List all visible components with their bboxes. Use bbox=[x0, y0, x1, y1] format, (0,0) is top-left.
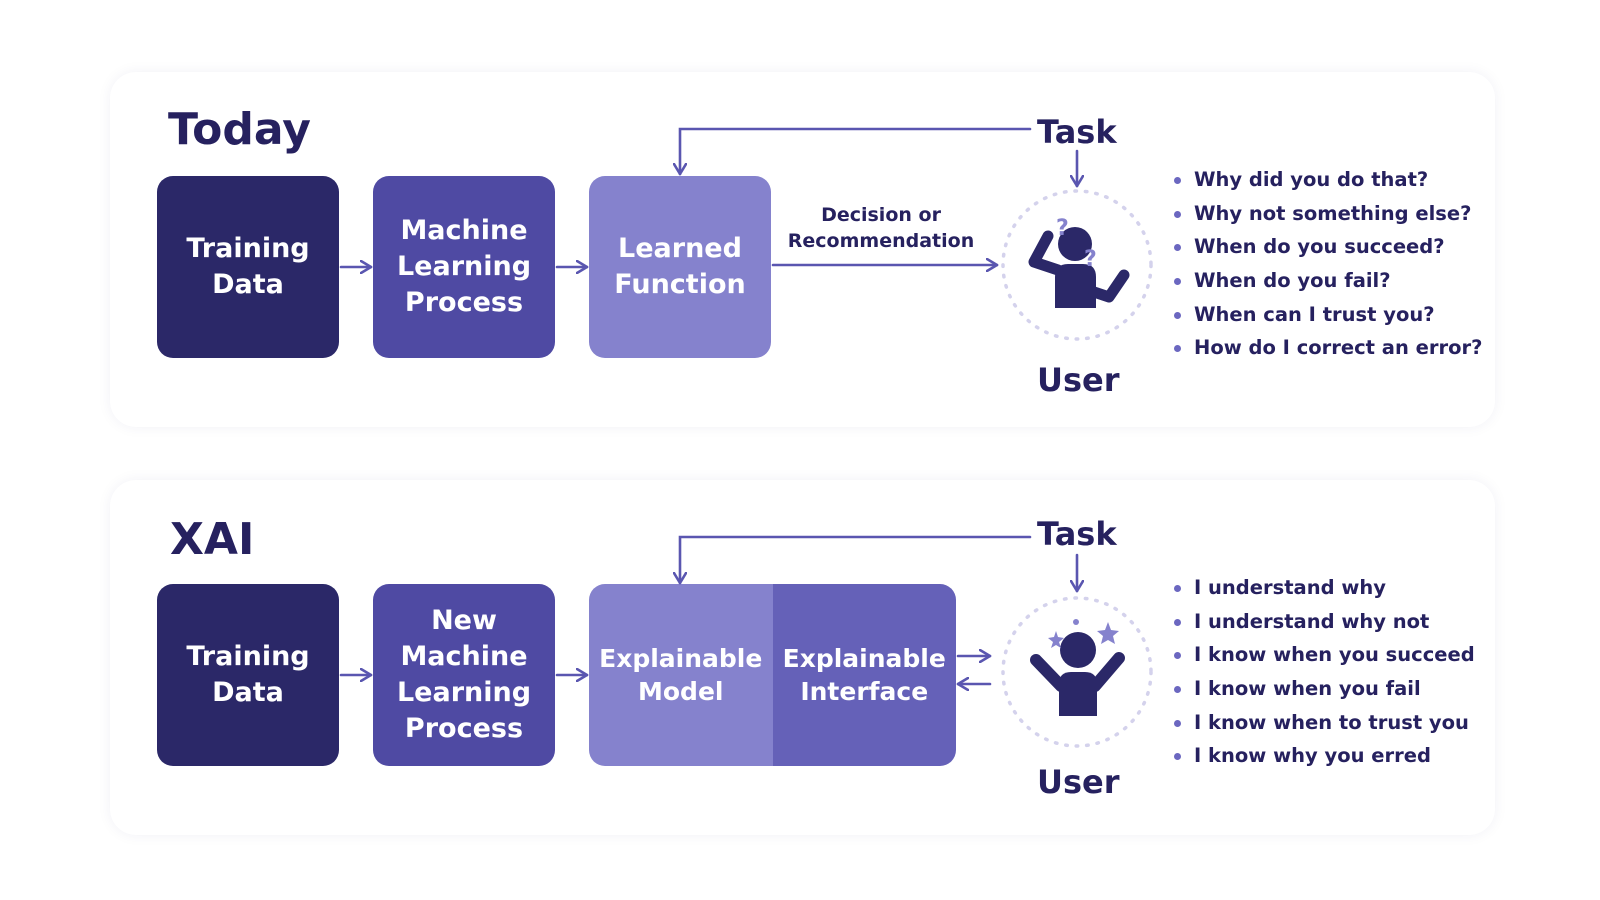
answer-item: I know when you succeed bbox=[1174, 638, 1475, 672]
xai-title: XAI bbox=[170, 514, 255, 565]
question-item: How do I correct an error? bbox=[1174, 331, 1482, 365]
question-item: When do you succeed? bbox=[1174, 230, 1482, 264]
xai-training-data-box: Training Data bbox=[157, 584, 339, 766]
explainable-model-box: Explainable Model bbox=[589, 584, 773, 766]
answer-item: I know when you fail bbox=[1174, 672, 1475, 706]
answer-item: I know why you erred bbox=[1174, 739, 1475, 773]
bullet-icon bbox=[1174, 311, 1181, 319]
bullet-icon bbox=[1174, 719, 1181, 727]
bullet-icon bbox=[1174, 652, 1181, 660]
user-answers-list: I understand why I understand why not I … bbox=[1174, 571, 1475, 773]
bullet-icon bbox=[1174, 753, 1181, 761]
explainable-interface-box: Explainable Interface bbox=[772, 584, 956, 766]
answer-item: I know when to trust you bbox=[1174, 706, 1475, 740]
question-item: When do you fail? bbox=[1174, 264, 1482, 298]
today-task-label: Task bbox=[1037, 113, 1117, 151]
bullet-icon bbox=[1174, 244, 1181, 252]
learned-function-box: Learned Function bbox=[589, 176, 771, 358]
decision-recommendation-label: Decision or Recommendation bbox=[787, 204, 975, 252]
training-data-box: Training Data bbox=[157, 176, 339, 358]
today-user-label: User bbox=[1037, 361, 1120, 399]
question-item: Why did you do that? bbox=[1174, 163, 1482, 197]
answer-item: I understand why not bbox=[1174, 605, 1475, 639]
new-machine-learning-process-box: New Machine Learning Process bbox=[373, 584, 555, 766]
machine-learning-process-box: Machine Learning Process bbox=[373, 176, 555, 358]
explainable-model-interface-box: Explainable Model Explainable Interface bbox=[589, 584, 956, 766]
bullet-icon bbox=[1174, 686, 1181, 694]
bullet-icon bbox=[1174, 618, 1181, 626]
answer-item: I understand why bbox=[1174, 571, 1475, 605]
question-item: When can I trust you? bbox=[1174, 298, 1482, 332]
user-questions-list: Why did you do that? Why not something e… bbox=[1174, 163, 1482, 365]
bullet-icon bbox=[1174, 585, 1181, 592]
bullet-icon bbox=[1174, 345, 1181, 353]
bullet-icon bbox=[1174, 210, 1181, 218]
xai-user-label: User bbox=[1037, 763, 1120, 801]
today-title: Today bbox=[168, 104, 311, 155]
question-item: Why not something else? bbox=[1174, 197, 1482, 231]
bullet-icon bbox=[1174, 278, 1181, 286]
xai-task-label: Task bbox=[1037, 515, 1117, 553]
bullet-icon bbox=[1174, 177, 1181, 184]
